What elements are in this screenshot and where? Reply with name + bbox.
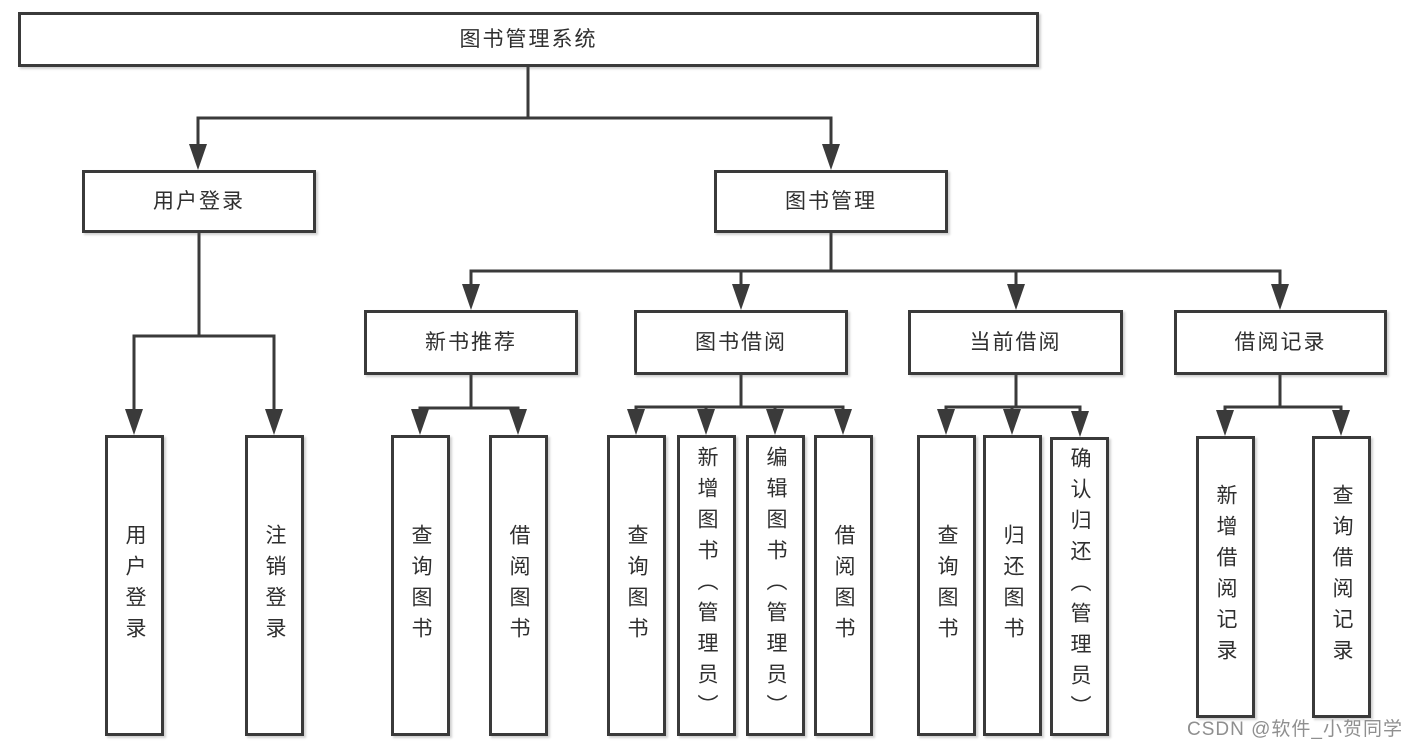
node-book-borrowing: 图书借阅 (634, 310, 848, 375)
node-book-management-label: 图书管理 (785, 190, 877, 213)
connector-current-borrow-to-leaves (937, 375, 1089, 437)
leaf-logout: 注销登录 (245, 435, 304, 736)
node-user-login-label: 用户登录 (153, 190, 245, 213)
leaf-add-books-admin-label: 新增图书（管理员） (695, 446, 718, 725)
leaf-edit-books-admin: 编辑图书（管理员） (746, 435, 805, 736)
leaf-query-books-borrowing: 查询图书 (607, 435, 666, 736)
node-new-book-recommend: 新书推荐 (364, 310, 578, 375)
leaf-query-borrow-record-label: 查询借阅记录 (1330, 484, 1353, 670)
leaf-query-books-recommend: 查询图书 (391, 435, 450, 736)
node-new-book-recommend-label: 新书推荐 (425, 331, 517, 354)
leaf-user-login-label: 用户登录 (123, 523, 146, 648)
watermark: CSDN @软件_小贺同学 (1187, 719, 1403, 740)
connector-root-to-level2 (189, 67, 840, 170)
leaf-return-books: 归还图书 (983, 435, 1042, 736)
leaf-borrow-books-recommend-label: 借阅图书 (507, 523, 530, 648)
leaf-borrow-books-borrowing: 借阅图书 (814, 435, 873, 736)
node-current-borrowing: 当前借阅 (908, 310, 1123, 375)
node-borrowing-records-label: 借阅记录 (1234, 331, 1327, 354)
node-borrowing-records: 借阅记录 (1174, 310, 1387, 375)
leaf-add-borrow-record: 新增借阅记录 (1196, 436, 1255, 718)
leaf-query-books-recommend-label: 查询图书 (409, 523, 432, 648)
leaf-query-books-current: 查询图书 (917, 435, 976, 736)
leaf-query-books-borrowing-label: 查询图书 (625, 523, 648, 648)
leaf-confirm-return-admin: 确认归还（管理员） (1050, 437, 1109, 736)
leaf-borrow-books-borrowing-label: 借阅图书 (832, 523, 855, 648)
node-user-login: 用户登录 (82, 170, 316, 233)
leaf-confirm-return-admin-label: 确认归还（管理员） (1068, 447, 1091, 726)
connector-borrow-record-to-leaves (1216, 375, 1350, 436)
leaf-user-login: 用户登录 (105, 435, 164, 736)
node-current-borrowing-label: 当前借阅 (969, 331, 1062, 354)
leaf-add-borrow-record-label: 新增借阅记录 (1214, 484, 1237, 670)
connector-new-book-rec-to-leaves (411, 375, 527, 435)
leaf-query-books-current-label: 查询图书 (935, 523, 958, 648)
node-book-borrowing-label: 图书借阅 (695, 331, 787, 354)
leaf-borrow-books-recommend: 借阅图书 (489, 435, 548, 736)
leaf-edit-books-admin-label: 编辑图书（管理员） (764, 446, 787, 725)
node-root-label: 图书管理系统 (459, 28, 598, 51)
connector-book-borrow-to-leaves (627, 375, 852, 435)
leaf-logout-label: 注销登录 (263, 523, 286, 648)
connector-user-login-to-leaves (125, 233, 283, 435)
node-book-management: 图书管理 (714, 170, 948, 233)
leaf-return-books-label: 归还图书 (1001, 523, 1024, 648)
node-root-system: 图书管理系统 (18, 12, 1039, 67)
connector-book-mgmt-to-level3 (462, 233, 1289, 310)
leaf-add-books-admin: 新增图书（管理员） (677, 435, 736, 736)
leaf-query-borrow-record: 查询借阅记录 (1312, 436, 1371, 718)
